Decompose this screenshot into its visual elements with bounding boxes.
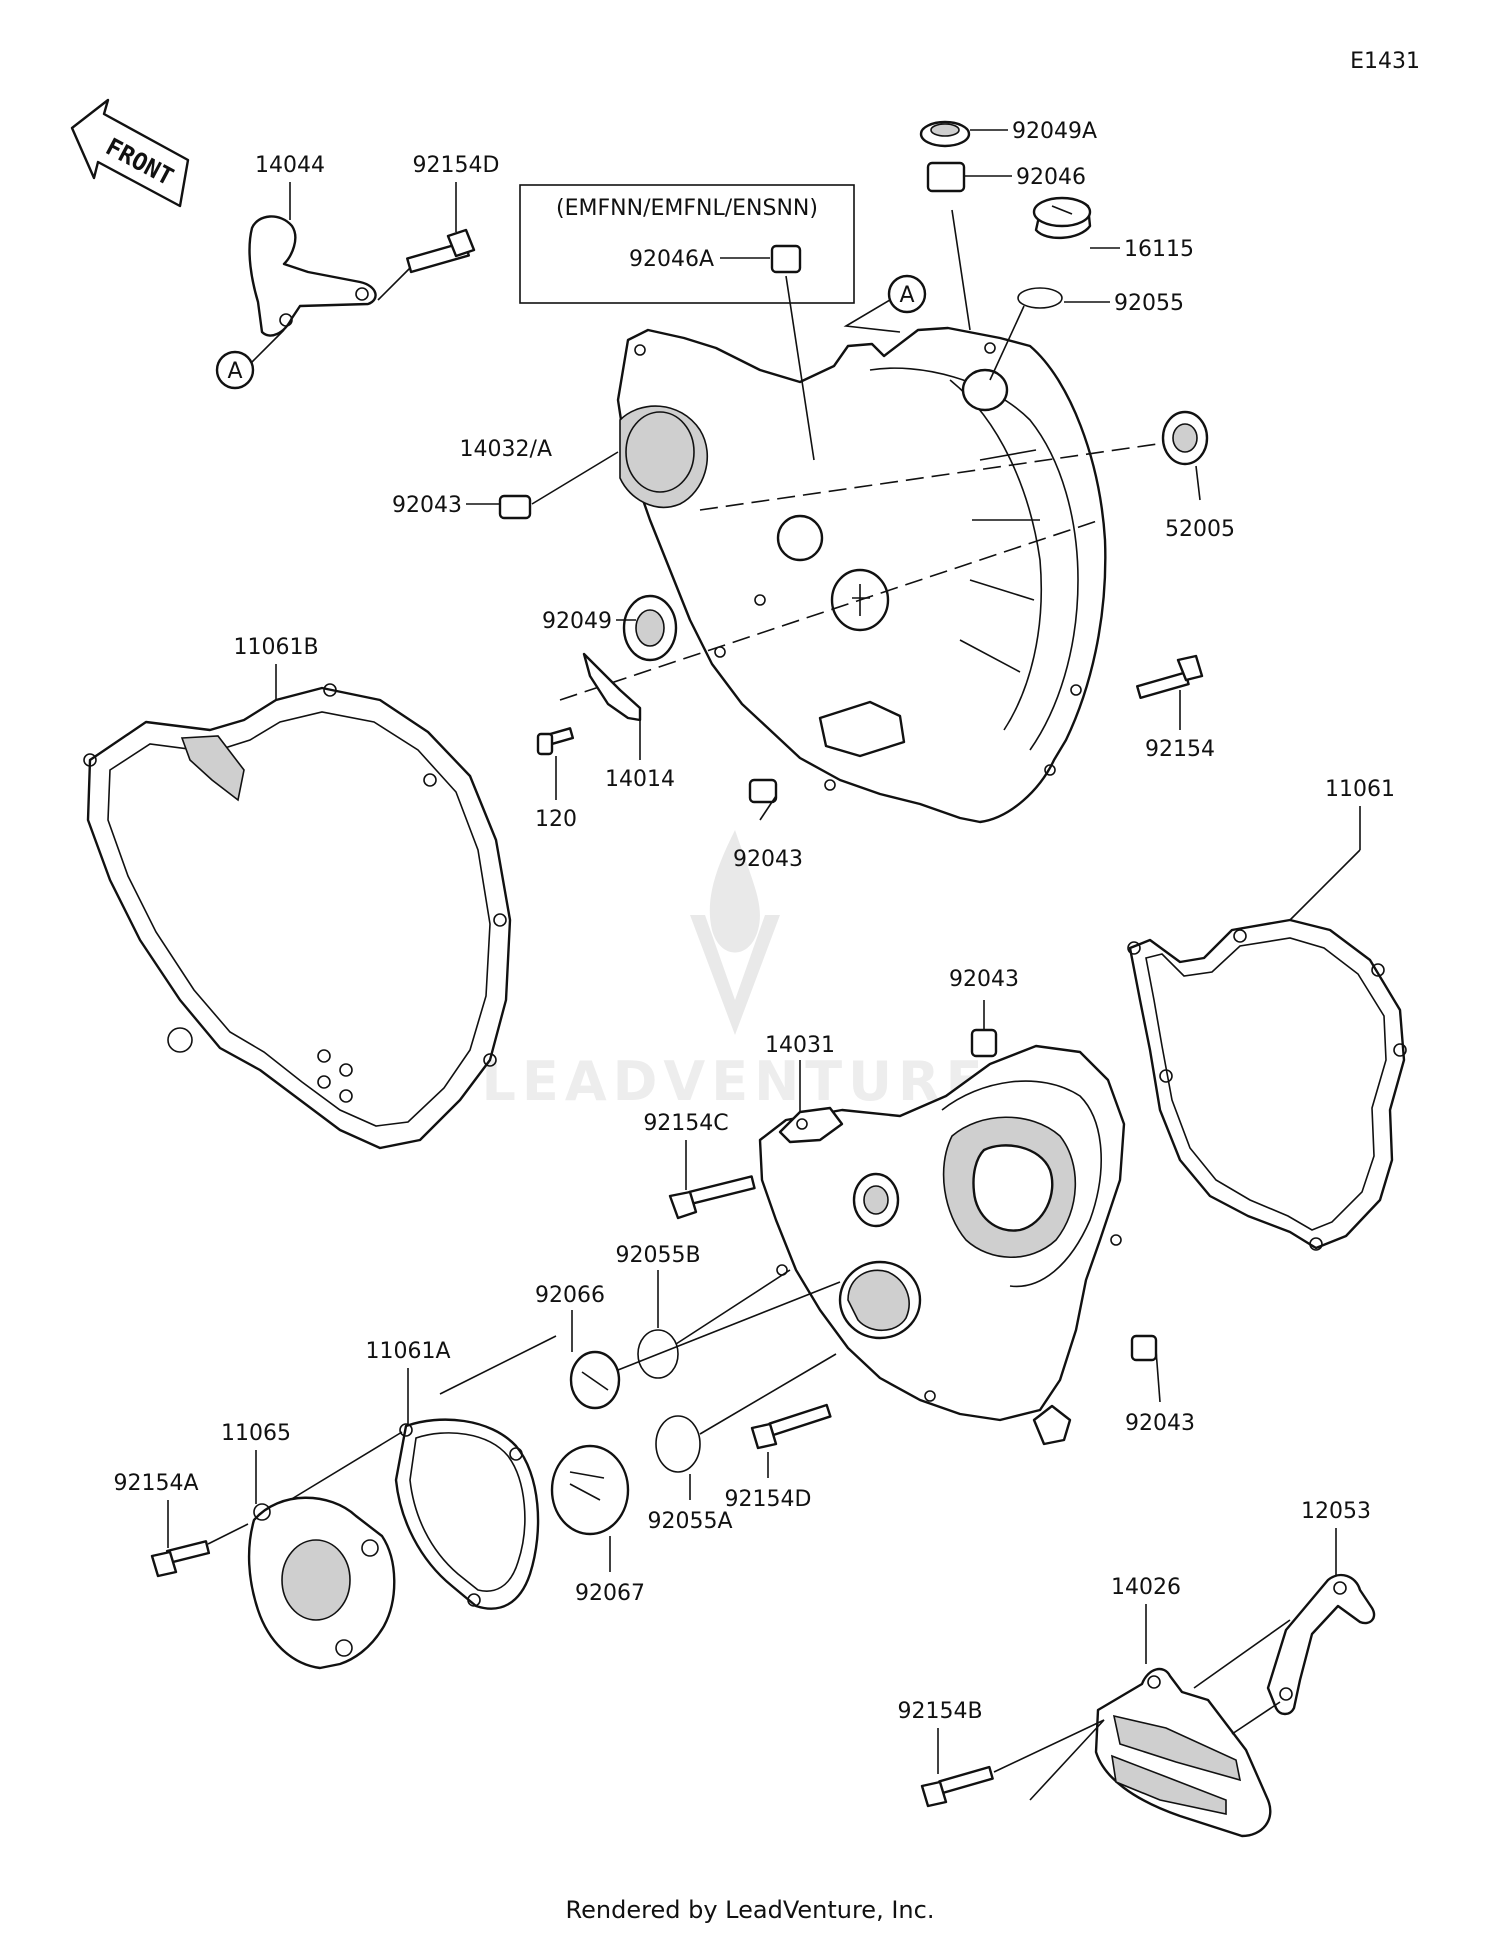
label-120: 120 <box>535 807 577 832</box>
bracket-14044 <box>248 182 377 337</box>
label-92043-a: 92043 <box>392 493 462 518</box>
label-92154D-top: 92154D <box>413 153 500 178</box>
cover-11065 <box>247 1450 396 1670</box>
plug-92067 <box>550 1444 630 1572</box>
label-92067: 92067 <box>575 1581 645 1606</box>
label-92055A: 92055A <box>647 1509 732 1534</box>
sprocket-cover-14026 <box>1094 1604 1291 1838</box>
label-92043-b: 92043 <box>733 847 803 872</box>
label-92046A: 92046A <box>629 247 714 272</box>
leadventure-watermark: LEADVENTURE <box>482 830 989 1113</box>
generator-cover-14031 <box>758 1044 1126 1446</box>
needle-bearing-92046A <box>720 244 815 461</box>
plate-14014 <box>582 652 642 760</box>
label-92055: 92055 <box>1114 291 1184 316</box>
label-16115: 16115 <box>1124 237 1194 262</box>
bracket-12053 <box>1266 1528 1376 1716</box>
label-92055B: 92055B <box>615 1243 700 1268</box>
label-14014: 14014 <box>605 767 675 792</box>
screw-120 <box>536 727 575 800</box>
dowel-pin-92043-a <box>466 451 619 520</box>
gasket-11061 <box>1127 806 1407 1251</box>
label-92049A: 92049A <box>1012 119 1097 144</box>
dowel-pin-92043-c <box>970 1000 998 1058</box>
bolt-92154C <box>668 1140 756 1220</box>
label-92046: 92046 <box>1016 165 1086 190</box>
label-14032A: 14032/A <box>460 437 552 462</box>
clutch-cover-14032A <box>616 326 1107 824</box>
gasket-11061A <box>394 1368 540 1610</box>
label-92043-d: 92043 <box>1125 1411 1195 1436</box>
oil-seal-92049 <box>616 594 678 662</box>
label-14044: 14044 <box>255 153 325 178</box>
dowel-pin-92043-b <box>748 778 778 821</box>
gasket-11061B <box>83 664 512 1150</box>
label-11061B: 11061B <box>233 635 318 660</box>
front-direction-arrow: FRONT <box>70 98 190 208</box>
variant-box: (EMFNN/EMFNL/ENSNN) <box>519 184 855 304</box>
oil-seal-52005 <box>1161 410 1209 501</box>
label-52005: 52005 <box>1165 517 1235 542</box>
label-92154C: 92154C <box>643 1111 728 1136</box>
label-92049: 92049 <box>542 609 612 634</box>
oil-seal-92049A <box>919 120 1008 148</box>
bolt-92154D-bottom <box>750 1403 832 1478</box>
label-92154D-bottom: 92154D <box>725 1487 812 1512</box>
label-92154B: 92154B <box>897 1699 982 1724</box>
variant-box-label: (EMFNN/EMFNL/ENSNN) <box>556 196 818 221</box>
watermark-text: LEADVENTURE <box>482 1050 989 1113</box>
label-11065: 11065 <box>221 1421 291 1446</box>
oil-filler-cap-16115 <box>1032 196 1120 249</box>
label-11061A: 11061A <box>365 1339 450 1364</box>
diagram-code: E1431 <box>1350 49 1420 74</box>
o-ring-92055A <box>655 1353 837 1500</box>
bolt-92154D-top <box>377 182 476 301</box>
o-ring-92055 <box>989 287 1110 381</box>
label-92066: 92066 <box>535 1283 605 1308</box>
bolt-92154B <box>920 1719 1105 1808</box>
footer-credit: Rendered by LeadVenture, Inc. <box>566 1896 935 1924</box>
o-ring-92055B <box>637 1269 791 1379</box>
plug-92066 <box>569 1281 841 1410</box>
callout-a-left-letter: A <box>227 359 242 384</box>
label-11061: 11061 <box>1325 777 1395 802</box>
callout-a-left: A <box>215 329 285 390</box>
label-14031: 14031 <box>765 1033 835 1058</box>
bolt-92154A <box>150 1500 249 1578</box>
bolt-92154-right <box>1135 654 1204 730</box>
label-92154: 92154 <box>1145 737 1215 762</box>
needle-bearing-92046 <box>926 161 1012 331</box>
callout-a-top-letter: A <box>899 283 914 308</box>
callout-a-top: A <box>843 274 927 333</box>
label-92043-c: 92043 <box>949 967 1019 992</box>
dowel-pin-92043-d <box>1130 1334 1161 1403</box>
label-12053: 12053 <box>1301 1499 1371 1524</box>
label-14026: 14026 <box>1111 1575 1181 1600</box>
label-92154A: 92154A <box>113 1471 198 1496</box>
